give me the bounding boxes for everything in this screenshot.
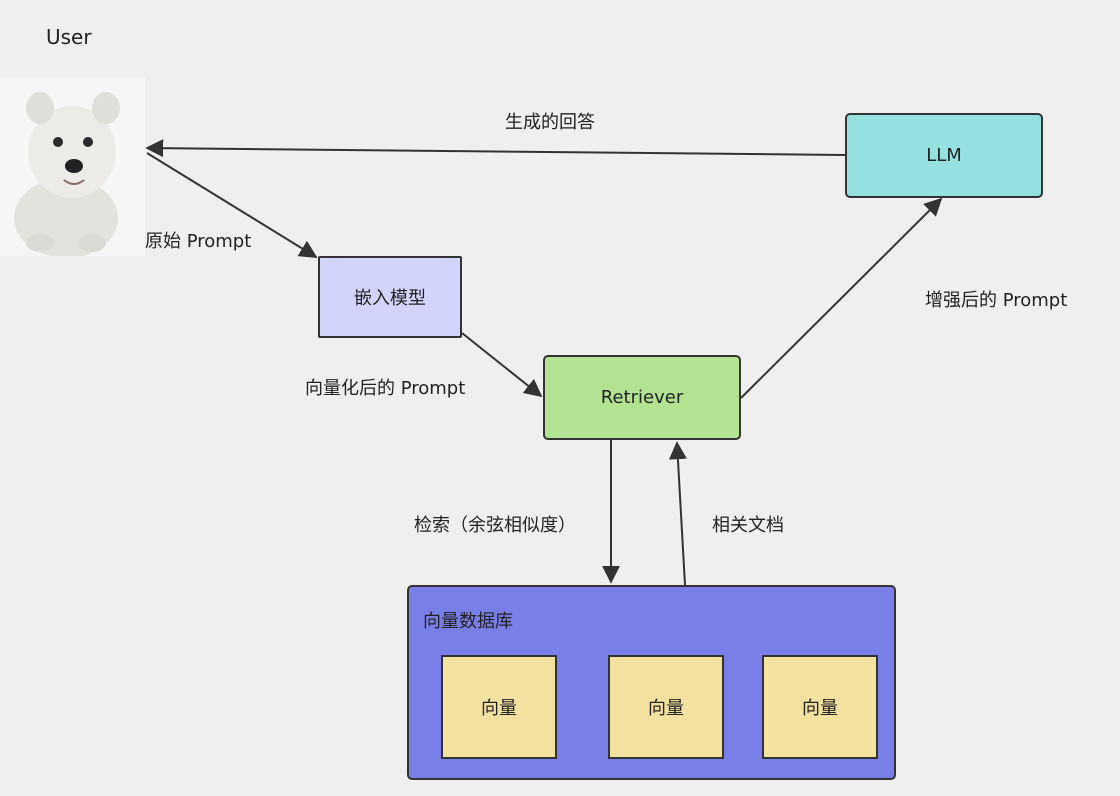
label-related-docs: 相关文档 — [712, 515, 784, 536]
retriever-node: Retriever — [543, 355, 741, 440]
vector-item: 向量 — [441, 655, 557, 759]
label-vectorized-prompt: 向量化后的 Prompt — [305, 378, 466, 399]
vector-item: 向量 — [762, 655, 878, 759]
arrow-llm-to-user — [145, 139, 846, 158]
label-raw-prompt: 原始 Prompt — [145, 231, 252, 252]
arrow-vdb-to-retriever — [668, 441, 687, 586]
vector-item: 向量 — [608, 655, 724, 759]
label-enhanced-prompt: 增强后的 Prompt — [925, 290, 1068, 311]
arrow-embed-to-retriever — [461, 332, 543, 398]
embedding-model-node: 嵌入模型 — [318, 256, 462, 338]
arrow-user-to-embed — [146, 152, 318, 258]
puppy-avatar-icon — [0, 78, 145, 256]
vector-database-title: 向量数据库 — [423, 611, 513, 632]
user-title: User — [46, 25, 92, 49]
llm-node: LLM — [845, 113, 1043, 198]
label-search: 检索（余弦相似度） — [414, 515, 576, 536]
vector-database-node: 向量数据库 向量 向量 向量 — [407, 585, 896, 780]
arrow-retriever-to-llm — [740, 197, 943, 399]
label-generated-answer: 生成的回答 — [505, 112, 595, 133]
